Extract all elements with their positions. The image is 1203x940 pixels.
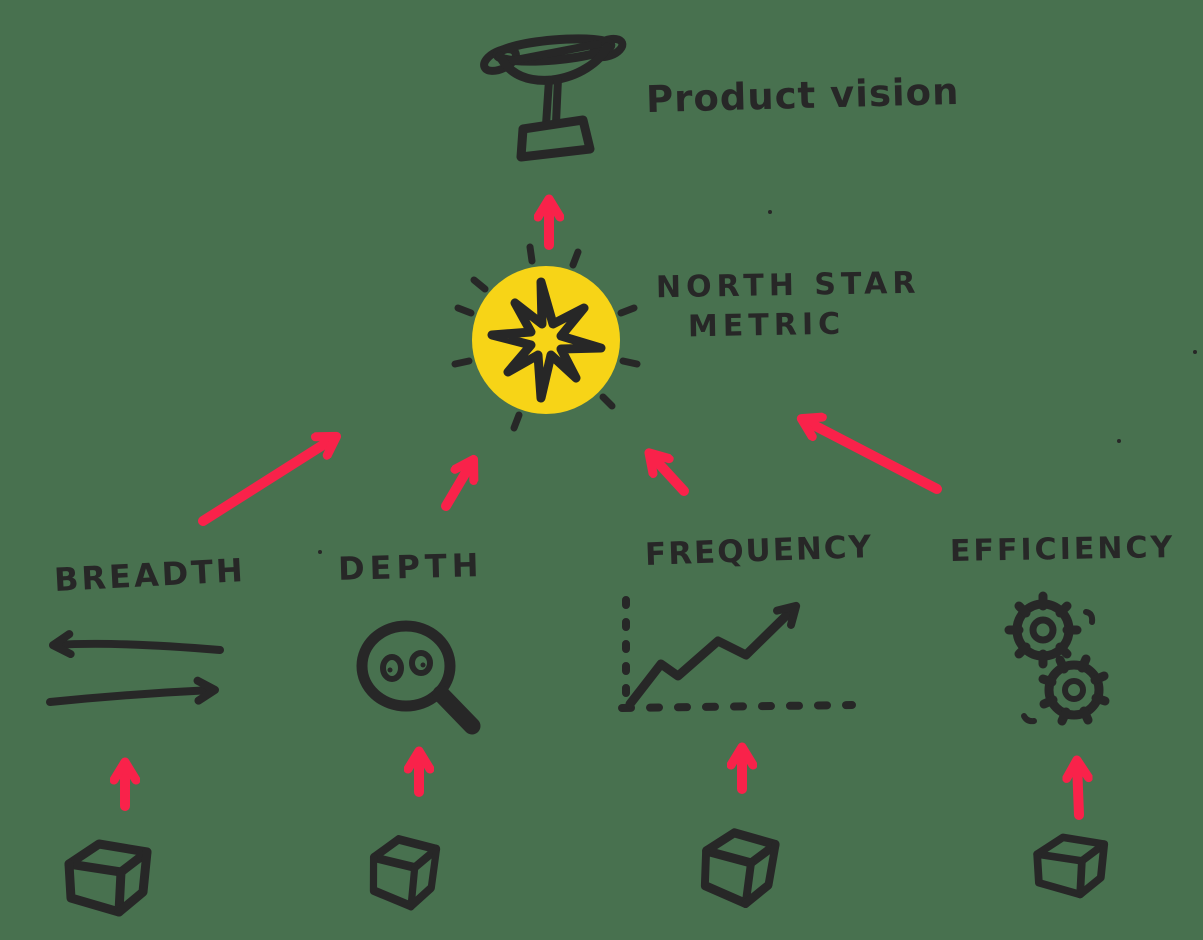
arrow-breadth-to-star (198, 438, 334, 526)
trophy-icon (480, 34, 627, 162)
trend-chart-icon (618, 596, 856, 712)
cube-icon (702, 831, 776, 906)
gears-icon (1004, 591, 1110, 726)
arrow-depth-to-star (441, 462, 472, 511)
magnifier-icon (356, 620, 481, 735)
depth-label: DEPTH (337, 546, 484, 588)
cube-icon (371, 838, 437, 907)
ink-specks (318, 210, 1197, 554)
cube-icon (69, 844, 147, 912)
north-star-label-line1: NORTH STAR (655, 265, 921, 306)
north-star-label-line2: METRIC (687, 306, 846, 345)
efficiency-label: EFFICIENCY (949, 530, 1176, 569)
arrow-efficiency-to-star (804, 420, 942, 494)
north-star-burst-icon (451, 243, 641, 432)
breadth-arrows-icon (46, 630, 224, 706)
arrow-frequency-to-star (651, 455, 689, 496)
cube-icon (1037, 837, 1104, 894)
product-vision-label: Product vision (645, 69, 960, 122)
arrow-source-to-efficiency (1077, 763, 1079, 820)
